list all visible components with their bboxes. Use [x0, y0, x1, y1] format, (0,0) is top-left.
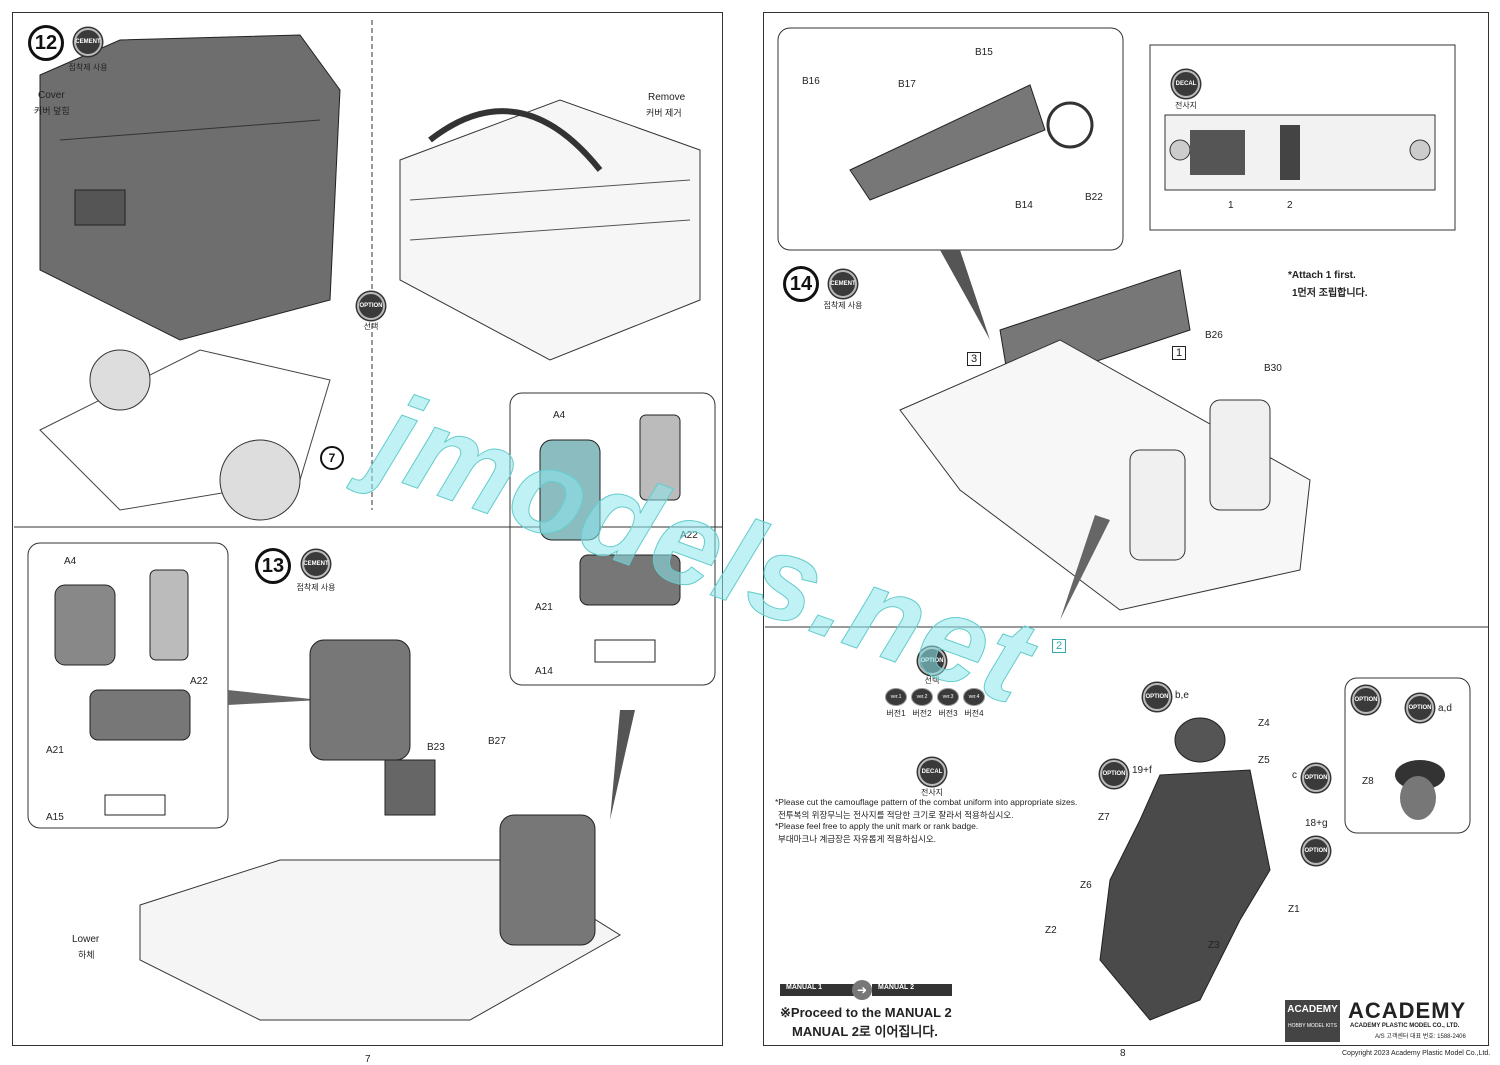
part-b14: B14 — [1015, 200, 1033, 211]
step-number-13: 13 — [255, 548, 291, 584]
variant-badge-2: ver.2 — [911, 688, 933, 706]
part-b22: B22 — [1085, 192, 1103, 203]
company-name: ACADEMY PLASTIC MODEL CO., LTD. — [1350, 1023, 1460, 1029]
part-z4: Z4 — [1258, 718, 1270, 729]
part-z6: Z6 — [1080, 880, 1092, 891]
alt-part-a14: A14 — [535, 666, 553, 677]
option-caption: 선택 — [363, 322, 379, 331]
remove-label-kr: 커버 제거 — [646, 108, 682, 118]
page-number-left: 7 — [365, 1054, 371, 1065]
callout-3: 3 — [967, 352, 981, 366]
part-b30: B30 — [1264, 363, 1282, 374]
option-badge: OPTION — [918, 647, 946, 675]
note-2: *Please feel free to apply the unit mark… — [775, 821, 979, 831]
lower-label-kr: 하체 — [78, 950, 95, 960]
alt-part-a22: A22 — [680, 530, 698, 541]
variant-caption-3: 버전3 — [938, 709, 958, 718]
part-b17: B17 — [898, 79, 916, 90]
part-ad: a,d — [1438, 703, 1452, 714]
part-b16: B16 — [802, 76, 820, 87]
cement-badge: CEMENT — [74, 28, 102, 56]
part-c: c — [1292, 770, 1297, 781]
part-19f: 19+f — [1132, 765, 1152, 776]
part-b26: B26 — [1205, 330, 1223, 341]
option-badge: OPTION — [357, 292, 385, 320]
attach-note-kr: 1먼저 조립합니다. — [1292, 288, 1368, 299]
option-badge: OPTION — [1352, 686, 1380, 714]
decal-badge: DECAL — [1172, 70, 1200, 98]
variant-caption-1: 버전1 — [886, 709, 906, 718]
decal-number-1: 1 — [1228, 200, 1234, 211]
cover-label: Cover — [38, 90, 65, 101]
cover-label-kr: 커버 덮힘 — [34, 106, 70, 116]
variant-badge-1: ver.1 — [885, 688, 907, 706]
part-z2: Z2 — [1045, 925, 1057, 936]
part-z7: Z7 — [1098, 812, 1110, 823]
step-number-12: 12 — [28, 25, 64, 61]
arrow-right-icon: ➜ — [852, 980, 872, 1000]
step-number-14: 14 — [783, 266, 819, 302]
option-badge: OPTION — [1100, 760, 1128, 788]
cement-badge: CEMENT — [302, 550, 330, 578]
callout-2: 2 — [1052, 639, 1066, 653]
part-z5: Z5 — [1258, 755, 1270, 766]
note-1-kr: 전투복의 위장무늬는 전사지를 적당한 크기로 잘라서 적용하십시오. — [778, 810, 1014, 820]
lower-label: Lower — [72, 934, 100, 945]
part-a4: A4 — [64, 556, 77, 567]
alt-part-a21: A21 — [535, 602, 553, 613]
note-2-kr: 부대마크나 계급장은 자유롭게 적용하십시오. — [778, 834, 937, 844]
brand-box-sub: HOBBY MODEL KITS — [1288, 1023, 1337, 1029]
proceed-text-kr: MANUAL 2로 이어집니다. — [792, 1024, 938, 1039]
part-b15: B15 — [975, 47, 993, 58]
page-number-right: 8 — [1120, 1048, 1126, 1059]
service-number: A/S 고객센터 대표 번호: 1588-2406 — [1375, 1034, 1466, 1040]
callout-1: 1 — [1172, 346, 1186, 360]
part-b27: B27 — [488, 736, 506, 747]
copyright: Copyright 2023 Academy Plastic Model Co.… — [1342, 1050, 1491, 1057]
part-z1: Z1 — [1288, 904, 1300, 915]
manual-1-tag: MANUAL 1 — [780, 984, 860, 996]
right-page — [763, 12, 1489, 1046]
variant-caption-4: 버전4 — [964, 709, 984, 718]
part-b23: B23 — [427, 742, 445, 753]
attach-note: *Attach 1 first. — [1288, 270, 1356, 281]
academy-logo: ACADEMY — [1348, 998, 1467, 1023]
part-18g: 18+g — [1305, 818, 1328, 829]
decal-number-2: 2 — [1287, 200, 1293, 211]
part-a15: A15 — [46, 812, 64, 823]
ref-step-7: 7 — [320, 446, 344, 470]
academy-box-logo: ACADEMY HOBBY MODEL KITS — [1285, 1000, 1340, 1042]
note-1: *Please cut the camouflage pattern of th… — [775, 797, 1078, 807]
variant-caption-2: 버전2 — [912, 709, 932, 718]
decal-badge: DECAL — [918, 758, 946, 786]
brand-box-text: ACADEMY — [1287, 1004, 1338, 1015]
cement-caption: 접착제 사용 — [296, 583, 336, 592]
cement-caption: 접착제 사용 — [823, 301, 863, 310]
cement-badge: CEMENT — [829, 270, 857, 298]
option-badge: OPTION — [1302, 837, 1330, 865]
variant-badge-3: ver.3 — [937, 688, 959, 706]
option-badge: OPTION — [1406, 694, 1434, 722]
proceed-text: ※Proceed to the MANUAL 2 — [780, 1005, 952, 1020]
decal-caption: 전사지 — [920, 788, 944, 797]
option-badge: OPTION — [1302, 764, 1330, 792]
alt-part-a4: A4 — [553, 410, 566, 421]
option-badge: OPTION — [1143, 683, 1171, 711]
part-z3: Z3 — [1208, 940, 1220, 951]
variant-badge-4: ver.4 — [963, 688, 985, 706]
manual-2-tag: MANUAL 2 — [872, 984, 952, 996]
part-be: b,e — [1175, 690, 1189, 701]
part-a21: A21 — [46, 745, 64, 756]
cement-caption: 접착제 사용 — [68, 63, 108, 72]
option-caption: 선택 — [924, 676, 940, 685]
remove-label: Remove — [648, 92, 686, 103]
part-z8: Z8 — [1362, 776, 1374, 787]
decal-caption: 전사지 — [1174, 101, 1198, 110]
part-a22: A22 — [190, 676, 208, 687]
